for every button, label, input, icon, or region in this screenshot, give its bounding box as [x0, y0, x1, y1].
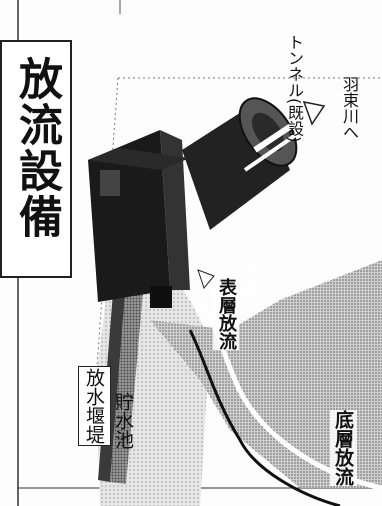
- label-surface-outlet: 表層放流: [213, 278, 239, 350]
- label-bottom-outlet: 底層放流: [330, 410, 357, 486]
- label-to-river: 羽束川へ: [340, 76, 359, 140]
- label-surface-outlet-lower: 表層放流: [240, 242, 258, 302]
- tunnel-inner: [252, 112, 284, 152]
- diagram-title: 放流設備: [11, 56, 62, 240]
- tower-block: [100, 170, 120, 196]
- intake-tower-top: [88, 148, 190, 170]
- outflow-arrows: [243, 101, 326, 172]
- label-reservoir: 貯水池: [112, 392, 134, 449]
- label-dam: 放水堰堤: [78, 366, 111, 446]
- bottom-outlet-pipe: [188, 329, 341, 506]
- intake-tower-side: [160, 130, 190, 290]
- title-box: [0, 40, 72, 278]
- ground-mass: [150, 260, 382, 488]
- tower-base: [150, 286, 172, 308]
- label-tunnel-existing: トンネル(既設): [285, 34, 304, 143]
